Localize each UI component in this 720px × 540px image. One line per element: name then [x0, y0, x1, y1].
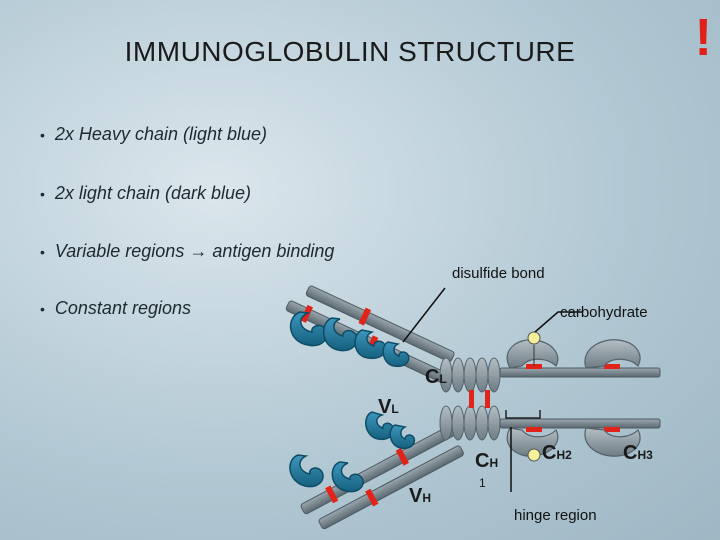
lower-ch2-domain [506, 427, 559, 457]
label-vl: VL [378, 396, 399, 418]
fc-lower-bar [499, 418, 661, 432]
carbohydrate-upper [527, 331, 541, 345]
fc-upper-bar [499, 364, 661, 378]
bullet-variable-regions: •Variable regions → antigen binding [40, 241, 335, 261]
label-hinge-region: hinge region [514, 507, 597, 524]
lower-vl-domain [289, 454, 324, 488]
upper-cl-domain [354, 329, 387, 360]
fc-domains [506, 339, 641, 457]
lower-fab-arm [289, 411, 464, 530]
label-ch1: CH [475, 450, 499, 472]
lower-ch1-domain [389, 424, 416, 450]
hinge-disulfide-bond-1 [469, 390, 474, 408]
upper-ch1-domain [382, 341, 410, 368]
label-vh: VH [409, 485, 432, 507]
label-ch1-number: 1 [479, 476, 486, 490]
upper-ch2-domain [506, 339, 559, 369]
lower-hinge-ovals [439, 405, 501, 441]
upper-vh-domain [323, 317, 358, 352]
upper-fab-arm [285, 285, 455, 384]
slide-title: IMMUNOGLOBULIN STRUCTURE [124, 36, 576, 67]
label-ch2: CH2 [542, 442, 572, 464]
upper-heavy-chain-bar [305, 285, 455, 363]
label-disulfide-bond: disulfide bond [452, 265, 545, 282]
label-ch3: CH3 [623, 442, 653, 464]
disulfide-pointer [402, 287, 446, 343]
upper-ch3-domain [584, 339, 641, 369]
label-cl: CL [425, 366, 447, 388]
bullet-light-chain: •2x light chain (dark blue) [40, 183, 252, 203]
carbohydrate-lower [527, 448, 541, 462]
hinge-disulfide-bond-2 [485, 390, 490, 408]
lower-vh-domain [331, 461, 364, 493]
alert-mark: ! [694, 9, 712, 67]
label-carbohydrate: carbohydrate [560, 304, 648, 321]
lower-light-chain-bar [300, 425, 455, 515]
carbohydrate-pointer [534, 311, 582, 333]
lower-heavy-chain-bar [318, 445, 464, 530]
upper-hinge-ovals [439, 357, 501, 393]
bullet-constant-regions: •Constant regions [40, 298, 191, 318]
bullet-heavy-chain: •2x Heavy chain (light blue) [40, 124, 268, 144]
hinge-bracket [505, 410, 541, 419]
lower-ch3-domain [584, 427, 641, 457]
